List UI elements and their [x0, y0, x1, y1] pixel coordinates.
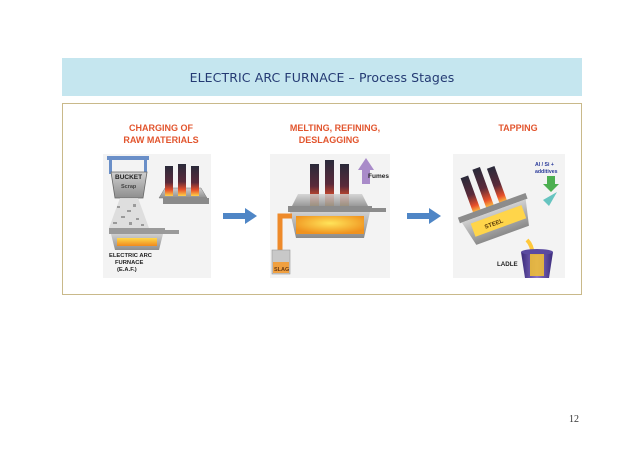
electrode-3: [486, 165, 508, 205]
stage-2-label: MELTING, REFINING, DESLAGGING: [276, 122, 394, 146]
slag-fill: [273, 262, 289, 273]
electrode-1: [460, 175, 482, 215]
falling-scrap: [109, 198, 149, 228]
ladle-label: LADLE: [497, 261, 518, 268]
roof-ring: [163, 198, 209, 204]
ladle-steel: [530, 254, 544, 276]
tapping-illustration: STEEL Al / Si + additives LADLE: [457, 162, 559, 278]
melting-panel: Fumes SLAG: [270, 154, 390, 278]
slag-flow: [277, 213, 292, 254]
crane-bar: [107, 156, 149, 160]
additive-chute: [543, 192, 557, 206]
charging-illustration: BUCKET Scrap ELECTRIC ARC FURNACE (E.: [107, 156, 209, 273]
diagram-frame: CHARGING OF RAW MATERIALS MELTING, REFIN…: [62, 103, 582, 295]
furnace-rim: [288, 206, 372, 212]
arrow-right-icon: [223, 208, 257, 224]
electrode-1: [310, 164, 319, 208]
tilted-furnace: STEEL: [457, 165, 529, 245]
furnace-spout: [370, 208, 386, 212]
fumes-label: Fumes: [368, 173, 389, 180]
additives-label-line2: additives: [535, 169, 558, 175]
scrap-label: Scrap: [121, 184, 137, 190]
furnace-label-line2: FURNACE: [115, 260, 143, 266]
electrode-2: [472, 167, 495, 210]
crane-wire-right: [144, 156, 147, 174]
additives-arrow-icon: [543, 176, 559, 192]
stage-2-label-line2: DESLAGGING: [298, 135, 360, 145]
furnace-spout: [157, 230, 179, 234]
title-bar: ELECTRIC ARC FURNACE – Process Stages: [62, 58, 582, 96]
crane-wire-left: [109, 156, 112, 174]
fumes-arrow-icon: [358, 158, 374, 184]
melting-illustration: Fumes SLAG: [271, 158, 389, 275]
furnace-rim: [457, 192, 528, 224]
stage-1-label-line1: CHARGING OF: [129, 123, 193, 133]
stage-3-label-line1: TAPPING: [498, 123, 538, 133]
arrow-right-icon: [407, 208, 441, 224]
tapping-panel: STEEL Al / Si + additives LADLE: [453, 154, 565, 278]
scrap-pieces: [113, 204, 144, 226]
charging-panel: BUCKET Scrap ELECTRIC ARC FURNACE (E.: [103, 154, 211, 278]
furnace-rim: [109, 228, 165, 234]
electrode-2: [325, 160, 334, 208]
electrode-2: [178, 164, 186, 196]
bucket-label: BUCKET: [115, 174, 142, 181]
furnace-label-line3: (E.A.F.): [117, 267, 137, 273]
electrode-3: [191, 166, 199, 196]
electrode-3: [340, 164, 349, 208]
stage-2-label-line1: MELTING, REFINING,: [289, 123, 381, 133]
stage-1-label: CHARGING OF RAW MATERIALS: [111, 122, 211, 146]
furnace-label-line1: ELECTRIC ARC: [109, 253, 153, 259]
ladle-rim: [521, 249, 553, 255]
additives-label-line1: Al / Si +: [535, 162, 554, 168]
steel-bath: [470, 205, 527, 237]
stage-1-label-line2: RAW MATERIALS: [123, 135, 199, 145]
page-number: 12: [569, 414, 579, 425]
bucket-icon: [110, 171, 148, 199]
electrode-1: [165, 166, 173, 196]
page-title: ELECTRIC ARC FURNACE – Process Stages: [189, 69, 455, 85]
furnace-melt: [117, 238, 157, 246]
furnace-roof: [292, 194, 368, 206]
slag-label: SLAG: [274, 267, 289, 273]
stage-3-label: TAPPING: [488, 122, 548, 134]
molten-bath: [296, 216, 364, 234]
